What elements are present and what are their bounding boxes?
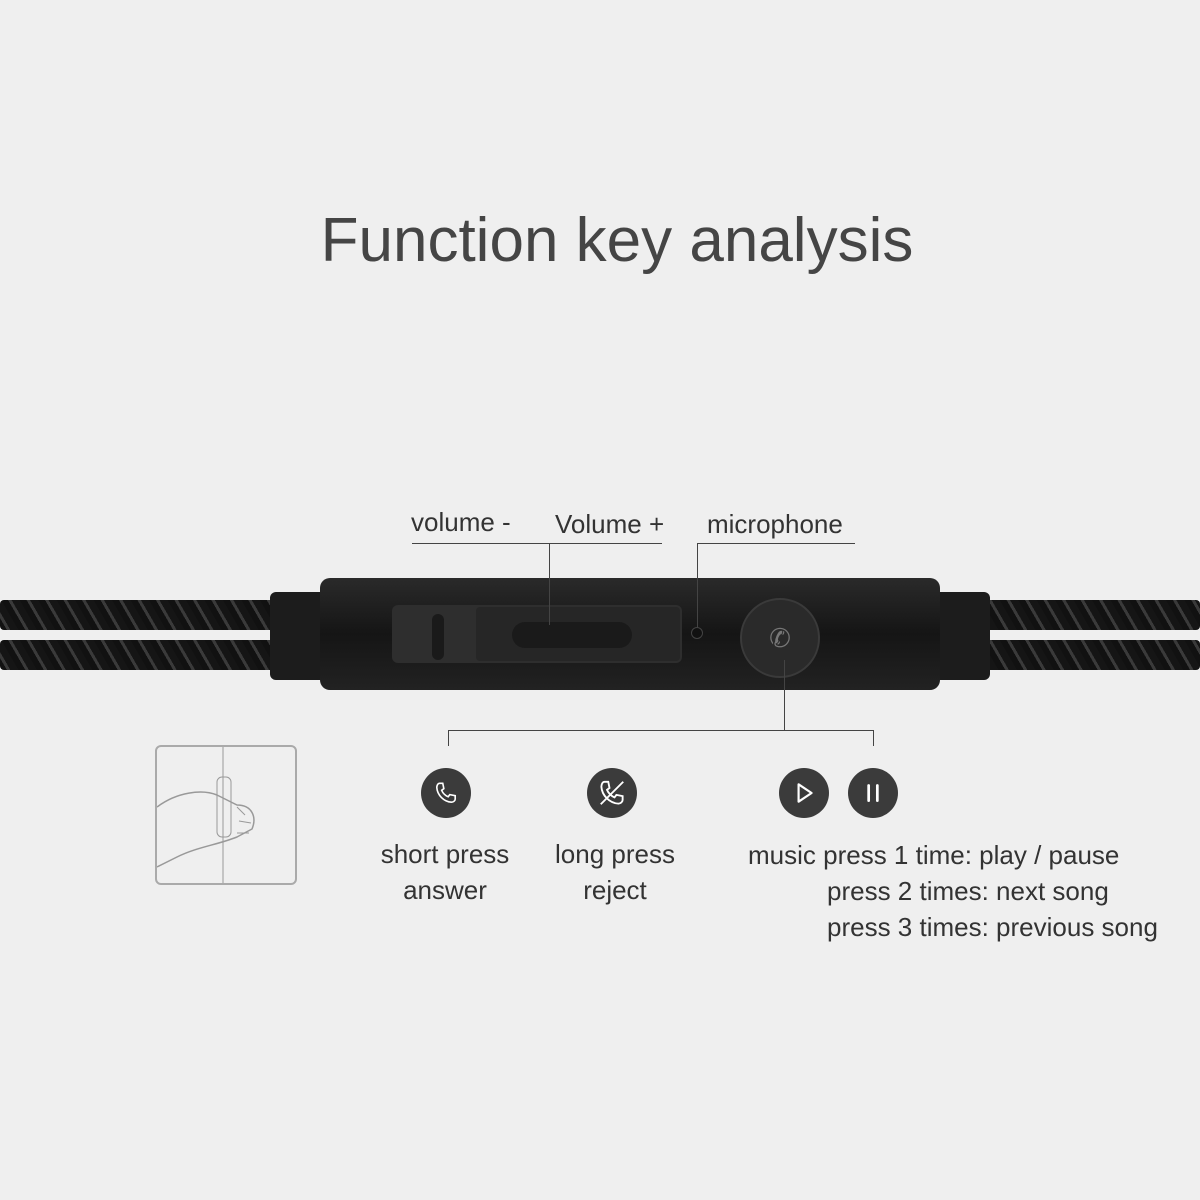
long-press-description: long press reject xyxy=(515,836,715,908)
cable-right-bottom xyxy=(980,640,1200,670)
leader-line-microphone xyxy=(697,543,855,544)
short-press-label: short press xyxy=(380,839,510,869)
reject-label: reject xyxy=(583,875,647,905)
remote-collar-right xyxy=(930,592,990,680)
bracket-stem xyxy=(784,660,785,730)
cable-left-bottom xyxy=(0,640,280,670)
phone-reject-icon xyxy=(600,780,624,805)
answer-label: answer xyxy=(403,875,487,905)
pause-icon xyxy=(848,768,898,818)
label-volume-minus: volume - xyxy=(411,507,511,537)
cable-right-top xyxy=(980,600,1200,630)
cable-left-top xyxy=(0,600,280,630)
music-description: music press 1 time: play / pause press 2… xyxy=(748,837,1158,945)
microphone-hole xyxy=(691,627,703,639)
hand-icon xyxy=(156,747,255,883)
volume-up-pad xyxy=(512,622,632,648)
leader-line-volume xyxy=(412,543,662,544)
music-line-3: press 3 times: previous song xyxy=(827,912,1158,942)
leader-line-microphone-vertical xyxy=(697,543,698,628)
long-press-reject-icon xyxy=(587,768,637,818)
music-line-1: music press 1 time: play / pause xyxy=(748,840,1120,870)
hand-holding-remote-illustration xyxy=(155,745,297,885)
page-title: Function key analysis xyxy=(320,206,914,275)
short-press-description: short press answer xyxy=(345,836,545,908)
label-volume-plus: Volume + xyxy=(555,509,665,539)
play-icon xyxy=(779,768,829,818)
short-press-answer-icon xyxy=(421,768,471,818)
leader-line-volume-vertical xyxy=(549,543,550,625)
phone-icon: ✆ xyxy=(769,622,791,653)
bracket-right-tick xyxy=(873,730,874,746)
multifunction-button[interactable]: ✆ xyxy=(740,598,820,678)
phone-icon xyxy=(435,782,457,804)
label-microphone: microphone xyxy=(707,509,843,539)
long-press-label: long press xyxy=(555,839,675,869)
volume-down-button[interactable] xyxy=(432,614,444,660)
bracket-line xyxy=(448,730,874,731)
music-line-2: press 2 times: next song xyxy=(827,876,1109,906)
bracket-left-tick xyxy=(448,730,449,746)
